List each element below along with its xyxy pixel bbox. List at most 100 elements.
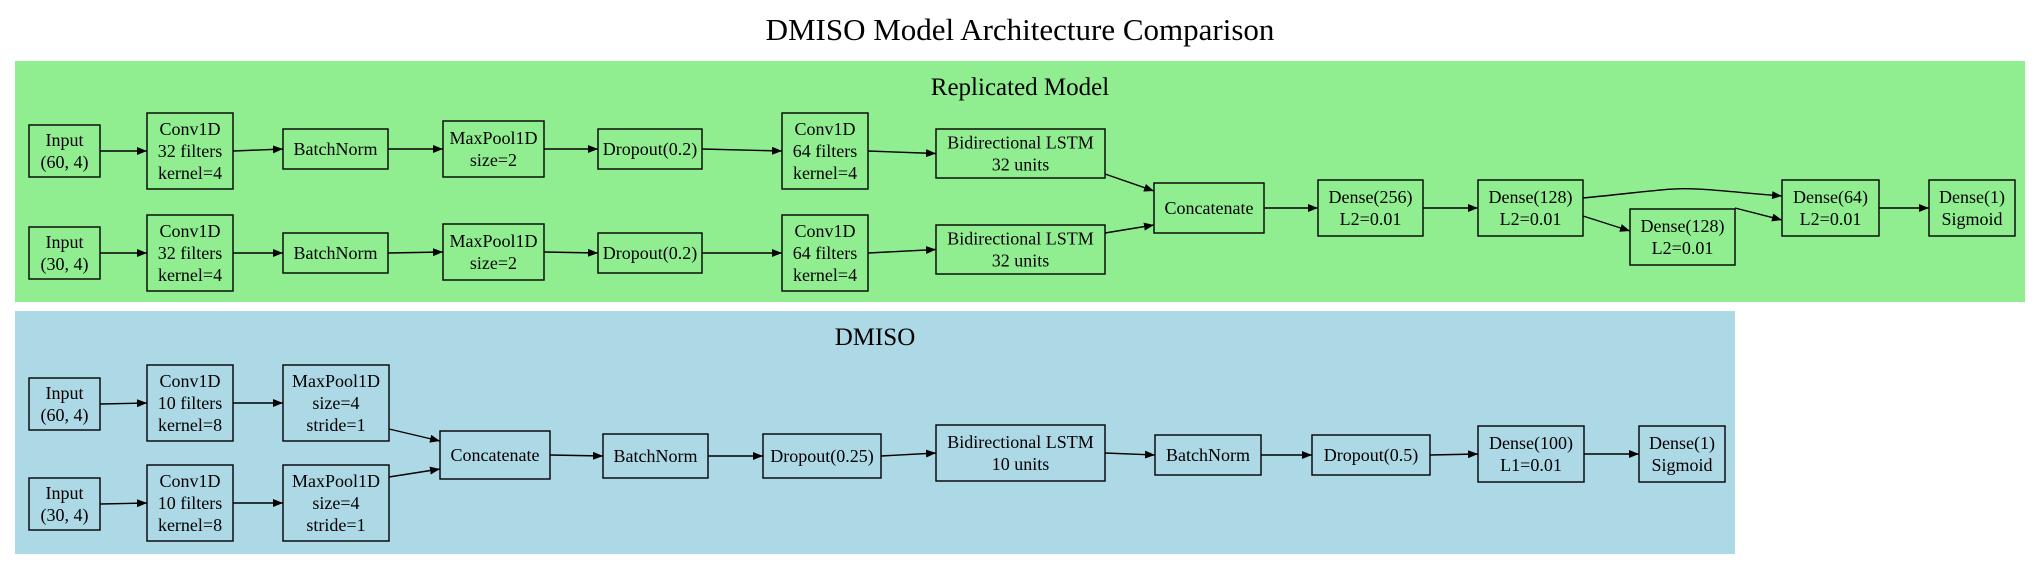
node-d_in1: Input(60, 4) — [28, 377, 101, 431]
node-d_bn2: BatchNorm — [1154, 434, 1262, 476]
node-r_do2-box — [597, 232, 703, 274]
node-r_lstm1-line-0: Bidirectional LSTM — [947, 133, 1093, 153]
node-d_cat-box — [439, 430, 551, 480]
node-d_c1-line-1: 10 filters — [158, 393, 223, 413]
node-r_mp2-box — [442, 223, 545, 281]
node-r_mp1-line-1: size=2 — [470, 150, 517, 170]
node-r_in1-line-1: (60, 4) — [41, 152, 89, 173]
edge-d_in1-to-d_c1 — [99, 399, 148, 408]
node-r_out-line-0: Dense(1) — [1939, 187, 2005, 208]
node-r_c2-box — [146, 214, 234, 292]
node-r_do1-box — [597, 128, 703, 170]
node-r_in1-line-0: Input — [46, 130, 84, 150]
node-d_in2-box — [28, 477, 101, 531]
cluster-replicated-label: Replicated Model — [931, 74, 1109, 101]
node-r_c2b-box — [781, 214, 869, 292]
node-d_in2-line-1: (30, 4) — [41, 505, 89, 526]
node-r_do2: Dropout(0.2) — [597, 232, 703, 274]
edge-r_d128a-to-r_d64 — [1582, 188, 1783, 200]
node-d_lstm-line-0: Bidirectional LSTM — [947, 432, 1093, 452]
node-d_mp1-line-1: size=4 — [312, 393, 359, 413]
node-d_bn1-line-0: BatchNorm — [614, 446, 698, 466]
node-r_do1-line-0: Dropout(0.2) — [603, 139, 697, 160]
node-r_in2-line-1: (30, 4) — [41, 254, 89, 275]
node-r_c1b-box — [781, 112, 869, 190]
node-r_d128a: Dense(128)L2=0.01 — [1477, 179, 1584, 237]
node-r_d256: Dense(256)L2=0.01 — [1317, 179, 1424, 237]
node-r_bn2: BatchNorm — [282, 232, 389, 274]
cluster-dmiso-background — [15, 311, 1735, 554]
node-r_mp2-line-0: MaxPool1D — [449, 231, 537, 251]
node-r_out-line-1: Sigmoid — [1941, 209, 2002, 229]
node-r_bn1-box — [282, 128, 389, 170]
node-r_mp2-line-1: size=2 — [470, 253, 517, 273]
node-r_d128b: Dense(128)L2=0.01 — [1629, 208, 1736, 266]
node-r_c2-line-1: 32 filters — [158, 243, 223, 263]
edge-r_lstm1-to-r_cat — [1104, 173, 1155, 192]
node-d_c2-line-2: kernel=8 — [158, 515, 222, 535]
node-r_c1b-line-2: kernel=4 — [793, 163, 857, 183]
node-r_d128b-line-0: Dense(128) — [1641, 216, 1725, 237]
node-d_do1: Dropout(0.25) — [762, 433, 882, 479]
edge-r_lstm2-to-r_cat — [1104, 222, 1155, 234]
node-d_cat-line-0: Concatenate — [451, 445, 540, 465]
node-d_do2-line-0: Dropout(0.5) — [1324, 445, 1418, 466]
node-r_lstm1-box — [935, 128, 1106, 179]
node-r_d256-line-0: Dense(256) — [1329, 187, 1413, 208]
node-r_in1: Input(60, 4) — [28, 124, 101, 178]
node-r_do1: Dropout(0.2) — [597, 128, 703, 170]
node-r_d128a-box — [1477, 179, 1584, 237]
edge-r_do1-to-r_c1b — [701, 146, 783, 155]
node-r_out-box — [1928, 179, 2016, 237]
node-r_in1-box — [28, 124, 101, 178]
node-r_d128b-line-1: L2=0.01 — [1652, 238, 1714, 258]
node-r_d64-box — [1781, 179, 1880, 237]
node-d_mp1-line-2: stride=1 — [306, 415, 365, 435]
edge-d_do1-to-d_lstm — [880, 449, 937, 458]
node-r_cat: Concatenate — [1153, 182, 1265, 234]
node-d_out: Dense(1)Sigmoid — [1638, 425, 1726, 483]
node-d_cat: Concatenate — [439, 430, 551, 480]
node-r_lstm2-box — [935, 224, 1106, 275]
node-d_do1-line-0: Dropout(0.25) — [770, 446, 873, 467]
diagram-title: DMISO Model Architecture Comparison — [766, 12, 1275, 47]
node-r_in2-line-0: Input — [46, 232, 84, 252]
node-r_d256-line-1: L2=0.01 — [1340, 209, 1402, 229]
node-r_do2-line-0: Dropout(0.2) — [603, 243, 697, 264]
node-d_in1-line-0: Input — [46, 383, 84, 403]
node-r_c1b-line-1: 64 filters — [793, 141, 858, 161]
edge-r_c2b-to-r_lstm2 — [867, 246, 937, 255]
node-r_d64-line-1: L2=0.01 — [1800, 209, 1862, 229]
node-r_cat-line-0: Concatenate — [1165, 198, 1254, 218]
node-r_c2b-line-0: Conv1D — [794, 221, 855, 241]
node-d_c2-line-1: 10 filters — [158, 493, 223, 513]
node-r_bn1: BatchNorm — [282, 128, 389, 170]
node-d_mp2-line-0: MaxPool1D — [292, 471, 380, 491]
node-r_lstm1-line-1: 32 units — [992, 155, 1050, 175]
node-d_mp2-box — [282, 464, 390, 542]
node-r_c1-line-1: 32 filters — [158, 141, 223, 161]
node-d_bn1: BatchNorm — [602, 433, 709, 479]
node-d_out-line-0: Dense(1) — [1649, 433, 1715, 454]
node-d_mp2-line-2: stride=1 — [306, 515, 365, 535]
node-d_out-box — [1638, 425, 1726, 483]
node-r_in2: Input(30, 4) — [28, 226, 101, 280]
edge-d_cat-to-d_bn1 — [549, 451, 604, 460]
node-r_mp1-box — [442, 120, 545, 178]
edge-r_c1b-to-r_lstm1 — [867, 149, 937, 158]
node-d_c1-line-0: Conv1D — [159, 371, 220, 391]
node-d_in2: Input(30, 4) — [28, 477, 101, 531]
edge-d_mp2-to-d_cat — [388, 466, 441, 478]
node-r_c1-line-2: kernel=4 — [158, 163, 222, 183]
node-d_mp1-line-0: MaxPool1D — [292, 371, 380, 391]
